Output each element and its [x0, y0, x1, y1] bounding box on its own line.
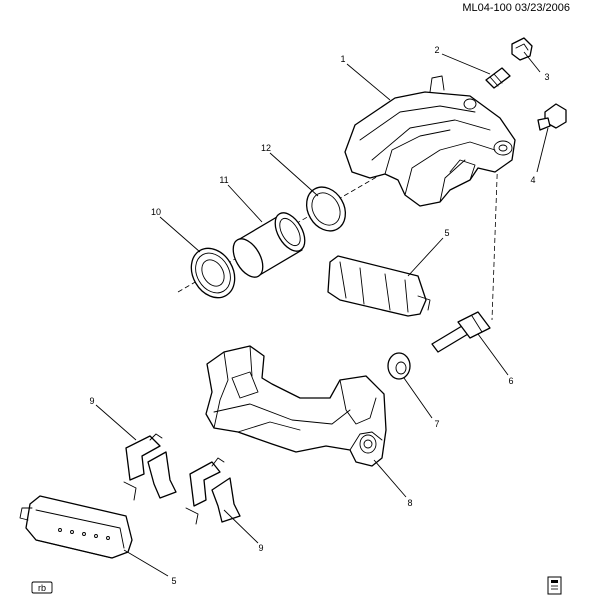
caliper-bracket [205, 345, 387, 467]
guide-pin-bolt [537, 103, 567, 131]
guide-pin-boot [387, 352, 411, 380]
book-icon [547, 576, 562, 595]
rb-tag: rb [31, 581, 53, 594]
diagram-code-date: ML04-100 03/23/2006 [462, 2, 570, 14]
callout-12: 12 [261, 143, 271, 153]
pad-clip-upper [123, 433, 177, 501]
callout-2: 2 [434, 45, 439, 55]
bleeder-cap [511, 37, 533, 61]
callout-10: 10 [151, 207, 161, 217]
bleeder-valve [485, 67, 511, 89]
outer-brake-pad [19, 495, 133, 559]
callout-leader-lines [95, 51, 549, 577]
callout-7: 7 [434, 419, 439, 429]
callout-4: 4 [530, 175, 535, 185]
piston-seal [305, 186, 347, 232]
callout-9b: 9 [258, 543, 263, 553]
callout-11: 11 [219, 175, 228, 185]
callout-3: 3 [544, 72, 549, 82]
dust-boot [190, 247, 236, 299]
piston [232, 212, 306, 278]
callout-labels: 1 2 3 4 5 5 6 7 8 9 9 10 11 12 [89, 45, 549, 586]
pad-clip-lower [185, 457, 241, 525]
inner-brake-pad [327, 255, 431, 317]
callout-5a: 5 [444, 228, 449, 238]
callout-8: 8 [407, 498, 412, 508]
caliper-housing [344, 75, 516, 207]
callout-1: 1 [340, 54, 345, 64]
rb-tag-label: rb [38, 583, 46, 593]
callout-6: 6 [508, 376, 513, 386]
guide-pin [431, 311, 491, 353]
callout-9a: 9 [89, 396, 94, 406]
callout-5b: 5 [171, 576, 176, 586]
